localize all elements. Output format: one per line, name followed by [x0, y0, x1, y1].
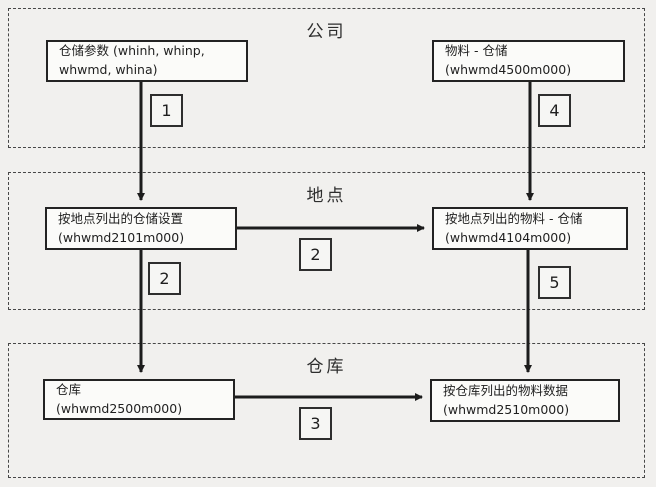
step-badge-1: 1: [150, 94, 183, 127]
node-warehouse-label: 仓库: [56, 381, 82, 397]
section-site-title: 地点: [306, 186, 347, 206]
node-storage-settings-by-site-label: 按地点列出的仓储设置: [58, 210, 184, 226]
node-storage-settings-by-site: 按地点列出的仓储设置 (whwmd2101m000): [45, 207, 237, 250]
section-company-title: 公司: [306, 22, 347, 42]
node-item-storage-by-site-label: 按地点列出的物料 - 仓储: [445, 210, 583, 226]
step-badge-3: 3: [299, 407, 332, 440]
node-item-storage-by-site: 按地点列出的物料 - 仓储 (whwmd4104m000): [432, 207, 628, 250]
node-storage-settings-by-site-code: (whwmd2101m000): [58, 229, 185, 245]
step-badge-4: 4: [538, 94, 571, 127]
node-warehouse-code: (whwmd2500m000): [56, 400, 183, 416]
step-badge-5: 5: [538, 266, 571, 299]
step-badge-2-across: 2: [299, 238, 332, 271]
node-warehouse: 仓库 (whwmd2500m000): [43, 379, 235, 420]
node-item-data-by-warehouse-code: (whwmd2510m000): [443, 401, 570, 417]
node-item-storage: 物料 - 仓储 (whwmd4500m000): [432, 40, 625, 82]
node-item-data-by-warehouse-label: 按仓库列出的物料数据: [443, 382, 569, 398]
node-item-storage-label: 物料 - 仓储: [445, 43, 508, 59]
step-badge-2-down: 2: [148, 262, 181, 295]
node-item-storage-by-site-code: (whwmd4104m000): [445, 229, 572, 245]
node-warehouse-parameters-label-2: whwmd, whina): [59, 62, 158, 77]
node-warehouse-parameters: 仓储参数 (whinh, whinp, whwmd, whina): [46, 40, 248, 82]
node-item-storage-code: (whwmd4500m000): [445, 62, 572, 77]
node-warehouse-parameters-label: 仓储参数 (whinh, whinp,: [59, 43, 205, 59]
section-warehouse-title: 仓库: [306, 357, 347, 377]
node-item-data-by-warehouse: 按仓库列出的物料数据 (whwmd2510m000): [430, 379, 620, 422]
